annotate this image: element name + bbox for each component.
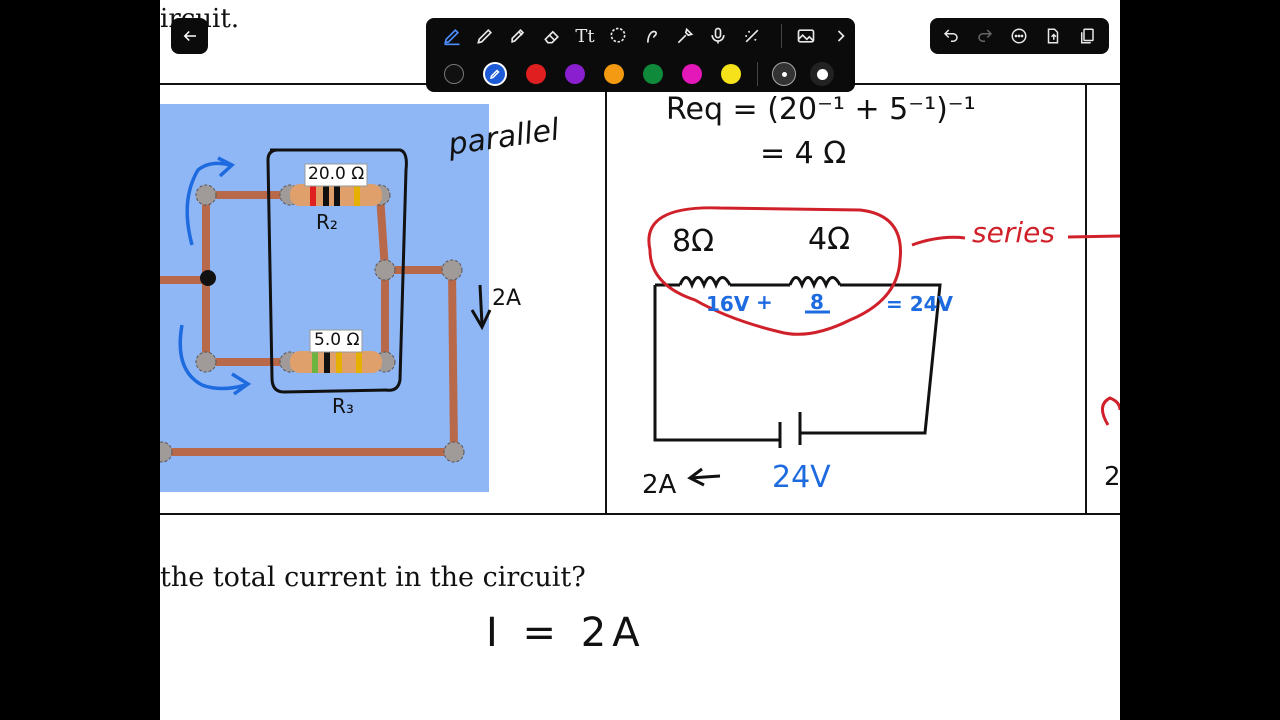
resistor-r2[interactable]	[290, 184, 382, 206]
stroke-medium-button[interactable]	[810, 62, 834, 86]
pencil-icon[interactable]	[471, 22, 498, 50]
stroke-thin-dot	[781, 71, 787, 77]
back-arrow-icon	[183, 30, 196, 42]
answer-ink: I = 2A	[486, 610, 646, 656]
voltage-16: 16V	[706, 292, 750, 316]
voltage-8: 8	[810, 290, 824, 314]
eraser-icon[interactable]	[538, 22, 565, 50]
chevron-right-icon[interactable]	[828, 22, 855, 50]
lasso-icon[interactable]	[605, 22, 632, 50]
right-edge-label: 2	[1104, 462, 1120, 492]
ink-dot	[200, 270, 216, 286]
series-note: series	[972, 216, 1055, 249]
pen-selected-icon	[489, 69, 500, 80]
resistor-r2-value: 20.0 Ω	[308, 164, 365, 184]
parallel-box-ink	[266, 148, 408, 394]
question-text: the total current in the circuit?	[160, 562, 586, 593]
series-circuit-drawing	[653, 276, 942, 448]
note-page[interactable]: ircuit.	[160, 0, 1120, 720]
color-magenta-swatch[interactable]	[682, 64, 702, 84]
battery-voltage: 24V	[772, 460, 831, 495]
color-orange-swatch[interactable]	[604, 64, 624, 84]
current-down-arrow	[478, 284, 484, 326]
copper-wires	[160, 191, 458, 456]
circuit-current: 2A	[642, 470, 677, 500]
magic-tool-icon[interactable]	[738, 22, 765, 50]
req-formula: Req = (20⁻¹ + 5⁻¹)⁻¹	[666, 92, 976, 127]
color-green-swatch[interactable]	[643, 64, 663, 84]
pages-icon[interactable]	[1076, 25, 1098, 47]
current-label: 2A	[492, 286, 522, 311]
microphone-icon[interactable]	[705, 22, 732, 50]
color-blue-swatch[interactable]	[483, 62, 507, 86]
toolbar-separator	[757, 62, 758, 86]
document-toolbar	[930, 18, 1109, 54]
tool-row: Tt	[426, 22, 855, 50]
annotation-toolbar: Tt	[426, 18, 855, 92]
color-row	[426, 62, 855, 86]
voltage-plus: +	[756, 290, 773, 314]
resistor-r3[interactable]	[290, 351, 382, 373]
req-result: = 4 Ω	[760, 136, 847, 171]
export-icon[interactable]	[1042, 25, 1064, 47]
series-resistor-4: 4Ω	[808, 222, 851, 257]
highlighter-icon[interactable]	[505, 22, 532, 50]
shape-tool-icon[interactable]	[638, 22, 665, 50]
text-tool-icon[interactable]: Tt	[575, 25, 595, 47]
r3-label: R₃	[332, 394, 354, 418]
worksheet-canvas	[160, 83, 1120, 515]
stroke-thin-button[interactable]	[772, 62, 796, 86]
pen-icon[interactable]	[438, 22, 465, 50]
laser-pointer-icon[interactable]	[671, 22, 698, 50]
current-flow-arrow-top	[185, 161, 231, 246]
series-resistor-8: 8Ω	[672, 224, 715, 259]
stroke-medium-dot	[816, 68, 828, 80]
back-button[interactable]	[171, 18, 208, 54]
series-ellipse-ink	[647, 206, 902, 336]
redo-icon[interactable]	[974, 25, 996, 47]
toolbar-separator	[781, 24, 783, 48]
color-yellow-swatch[interactable]	[721, 64, 741, 84]
image-icon[interactable]	[792, 22, 819, 50]
more-icon[interactable]	[1008, 25, 1030, 47]
color-red-swatch[interactable]	[526, 64, 546, 84]
voltage-total: = 24V	[886, 292, 954, 316]
current-flow-arrow-bottom	[178, 324, 247, 391]
r2-label: R₂	[316, 210, 338, 234]
color-purple-swatch[interactable]	[565, 64, 585, 84]
color-black-swatch[interactable]	[444, 64, 464, 84]
resistor-r3-value: 5.0 Ω	[314, 330, 360, 350]
undo-icon[interactable]	[940, 25, 962, 47]
